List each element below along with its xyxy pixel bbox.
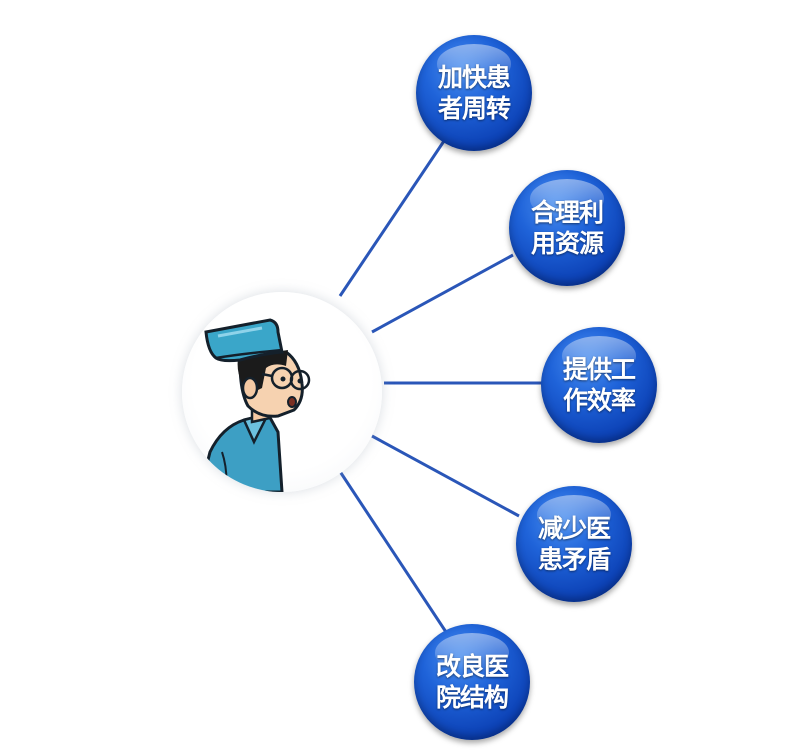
cap-highlight <box>217 326 263 338</box>
benefit-label-4: 改良医院结构 <box>435 652 509 712</box>
benefit-node-3: 减少医患矛盾 <box>516 486 632 602</box>
doctor-mouth <box>287 396 297 408</box>
connector-line-4 <box>337 469 448 633</box>
doctor-ear <box>241 376 259 400</box>
connector-line-1 <box>371 253 514 334</box>
benefit-label-1: 合理利用资源 <box>530 198 604 258</box>
doctor-eye-left <box>280 376 286 382</box>
benefit-label-2: 提供工作效率 <box>562 355 636 415</box>
doctor-illustration <box>198 318 311 492</box>
benefit-label-0: 加快患者周转 <box>437 63 511 123</box>
glasses-lens-right <box>289 369 311 391</box>
benefit-node-4: 改良医院结构 <box>414 624 530 740</box>
doctor-eye-right <box>297 378 303 384</box>
connector-line-3 <box>371 434 520 518</box>
connector-line-0 <box>338 137 448 297</box>
benefit-label-3: 减少医患矛盾 <box>537 514 611 574</box>
benefit-node-0: 加快患者周转 <box>416 35 532 151</box>
center-hub <box>182 292 382 492</box>
coat-fold <box>221 451 228 492</box>
benefit-node-1: 合理利用资源 <box>509 170 625 286</box>
glasses-arm <box>261 372 273 378</box>
doctor-cap <box>204 318 284 363</box>
cap-band <box>215 348 283 360</box>
benefit-node-2: 提供工作效率 <box>541 327 657 443</box>
doctor-coat <box>198 412 284 492</box>
